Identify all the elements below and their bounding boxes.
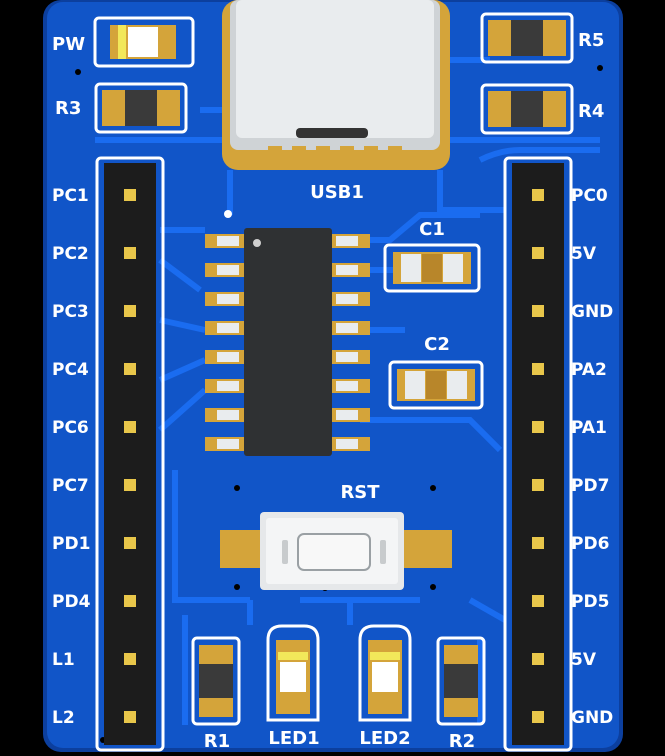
pw-led xyxy=(93,16,195,68)
left-pin-1 xyxy=(124,247,136,259)
left-pin-label-3: PC4 xyxy=(52,360,89,380)
left-pin-4 xyxy=(124,421,136,433)
right-pin-label-4: PA1 xyxy=(571,418,607,438)
microcontroller-chip xyxy=(205,228,370,456)
right-pin-3 xyxy=(532,363,544,375)
right-pin-8 xyxy=(532,653,544,665)
right-pin-label-0: PC0 xyxy=(571,186,608,206)
pin1-marker xyxy=(224,210,232,218)
right-pin-label-9: GND xyxy=(571,708,613,728)
left-pin-label-1: PC2 xyxy=(52,244,89,264)
right-pin-7 xyxy=(532,595,544,607)
pcb-traces xyxy=(95,57,600,725)
right-pin-5 xyxy=(532,479,544,491)
left-pin-0 xyxy=(124,189,136,201)
left-pin-label-6: PD1 xyxy=(52,534,90,554)
right-pin-2 xyxy=(532,305,544,317)
rst-label: RST xyxy=(340,482,380,503)
left-pin-label-2: PC3 xyxy=(52,302,89,322)
right-pin-label-7: PD5 xyxy=(571,592,609,612)
right-pin-1 xyxy=(532,247,544,259)
led1 xyxy=(266,624,320,722)
left-pin-3 xyxy=(124,363,136,375)
c2-capacitor xyxy=(388,360,484,410)
pw-label: PW xyxy=(52,34,85,55)
right-pin-4 xyxy=(532,421,544,433)
left-pin-label-4: PC6 xyxy=(52,418,89,438)
r3-resistor xyxy=(94,82,188,134)
led1-label: LED1 xyxy=(268,728,319,749)
r5-label: R5 xyxy=(578,30,604,51)
usb-connector xyxy=(222,0,450,170)
right-pin-label-3: PA2 xyxy=(571,360,607,380)
c1-label: C1 xyxy=(419,219,445,240)
left-pin-2 xyxy=(124,305,136,317)
right-pin-label-2: GND xyxy=(571,302,613,322)
left-pin-7 xyxy=(124,595,136,607)
r2-label: R2 xyxy=(449,731,475,752)
c2-label: C2 xyxy=(424,334,450,355)
left-pin-label-9: L2 xyxy=(52,708,75,728)
r3-label: R3 xyxy=(55,98,81,119)
right-pin-label-6: PD6 xyxy=(571,534,609,554)
right-pin-9 xyxy=(532,711,544,723)
right-pin-label-5: PD7 xyxy=(571,476,609,496)
left-pin-label-7: PD4 xyxy=(52,592,91,612)
reset-button[interactable] xyxy=(220,512,452,590)
r2-resistor xyxy=(436,636,486,726)
r4-label: R4 xyxy=(578,101,604,122)
r5-resistor xyxy=(480,12,574,64)
left-pin-5 xyxy=(124,479,136,491)
right-pin-label-1: 5V xyxy=(571,244,597,264)
left-pin-label-0: PC1 xyxy=(52,186,89,206)
usb-label: USB1 xyxy=(310,182,364,203)
left-pin-label-5: PC7 xyxy=(52,476,89,496)
left-pin-6 xyxy=(124,537,136,549)
right-pin-label-8: 5V xyxy=(571,650,597,670)
led2-label: LED2 xyxy=(359,728,410,749)
left-pin-header xyxy=(95,156,165,752)
left-pin-9 xyxy=(124,711,136,723)
right-pin-6 xyxy=(532,537,544,549)
led2 xyxy=(358,624,412,722)
r1-label: R1 xyxy=(204,731,230,752)
r1-resistor xyxy=(191,636,241,726)
left-pin-8 xyxy=(124,653,136,665)
pcb-surface xyxy=(47,2,619,748)
right-pin-header xyxy=(503,156,573,752)
r4-resistor xyxy=(480,83,574,135)
left-pin-label-8: L1 xyxy=(52,650,75,670)
c1-capacitor xyxy=(383,243,481,293)
right-pin-0 xyxy=(532,189,544,201)
